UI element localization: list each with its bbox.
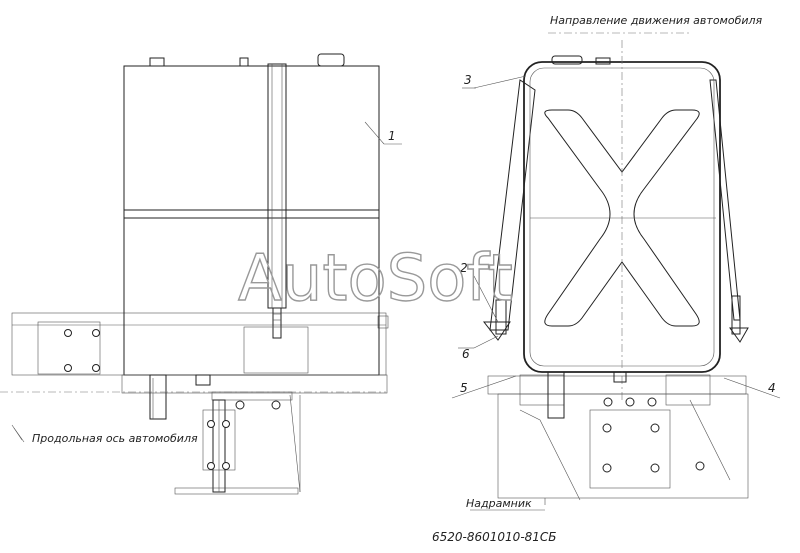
frame-end [497,393,749,499]
fitting [149,57,165,67]
fuel-tank-side [123,65,380,376]
callout-5: 5 [451,375,517,399]
direction-label: Направление движения автомобиля [550,14,763,27]
frame-bracket [37,321,101,375]
callout-6-label: 6 [462,347,470,361]
drain-pipe [149,374,167,420]
callout-3: 3 [462,73,527,89]
filler-cap [317,53,345,67]
callout-1: 1 [364,121,402,145]
callout-4: 4 [723,377,781,399]
side-view [0,53,389,495]
axis-label: Продольная ось автомобиля [32,432,198,445]
frame-label: Надрамник [466,497,532,510]
x-stiffener [544,109,700,327]
callout-6: 6 [458,335,499,361]
strap-right [709,79,741,321]
watermark-logo: AutoSoft [238,242,513,316]
callout-5-label: 5 [460,381,468,395]
callout-4-label: 4 [768,381,776,395]
callout-2-label: 2 [460,261,468,275]
callout-2: 2 [460,261,499,323]
callout-3-label: 3 [464,73,472,87]
callout-1-label: 1 [388,129,396,143]
drawing-code: 6520-8601010-81СБ [432,530,557,544]
end-view [482,40,749,501]
